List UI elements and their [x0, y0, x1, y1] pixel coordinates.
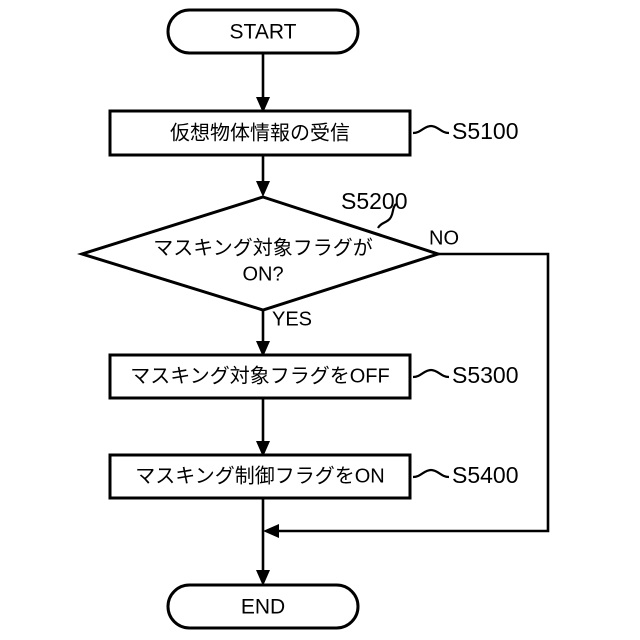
connector-s5100-to-s5200 [256, 155, 270, 197]
leader-s5100: S5100 [412, 118, 519, 144]
connector-s5400-to-end [256, 498, 270, 586]
node-s5200-label-line2: ON? [242, 263, 283, 285]
leader-s5300: S5300 [412, 362, 519, 388]
step-ref-s5100: S5100 [452, 118, 519, 144]
node-end[interactable]: END [166, 583, 360, 630]
leader-s5400: S5400 [412, 462, 519, 488]
connector-s5200-no-branch [263, 252, 550, 538]
node-start-label: START [230, 21, 297, 44]
branch-label-no: NO [429, 227, 459, 249]
connector-s5200-yes-to-s5300 [256, 310, 270, 357]
node-end-label: END [241, 596, 285, 619]
node-start[interactable]: START [166, 8, 360, 55]
node-s5200-label-line1: マスキング対象フラグが [153, 236, 372, 259]
step-ref-s5400: S5400 [452, 462, 519, 488]
node-s5300-label: マスキング対象フラグをOFF [130, 364, 389, 387]
node-s5400[interactable]: マスキング制御フラグをON [108, 453, 412, 500]
connector-s5300-to-s5400 [256, 398, 270, 457]
node-s5100-label: 仮想物体情報の受信 [170, 121, 350, 144]
node-s5200[interactable]: マスキング対象フラグが ON? [76, 195, 443, 312]
step-ref-s5200: S5200 [341, 188, 408, 214]
leader-s5200: S5200 [341, 188, 408, 229]
step-ref-s5300: S5300 [452, 362, 519, 388]
branch-label-yes: YES [272, 308, 312, 330]
node-s5300[interactable]: マスキング対象フラグをOFF [108, 353, 412, 400]
node-s5100[interactable]: 仮想物体情報の受信 [108, 109, 412, 157]
node-s5400-label: マスキング制御フラグをON [135, 464, 384, 487]
connector-start-to-s5100 [256, 53, 270, 113]
